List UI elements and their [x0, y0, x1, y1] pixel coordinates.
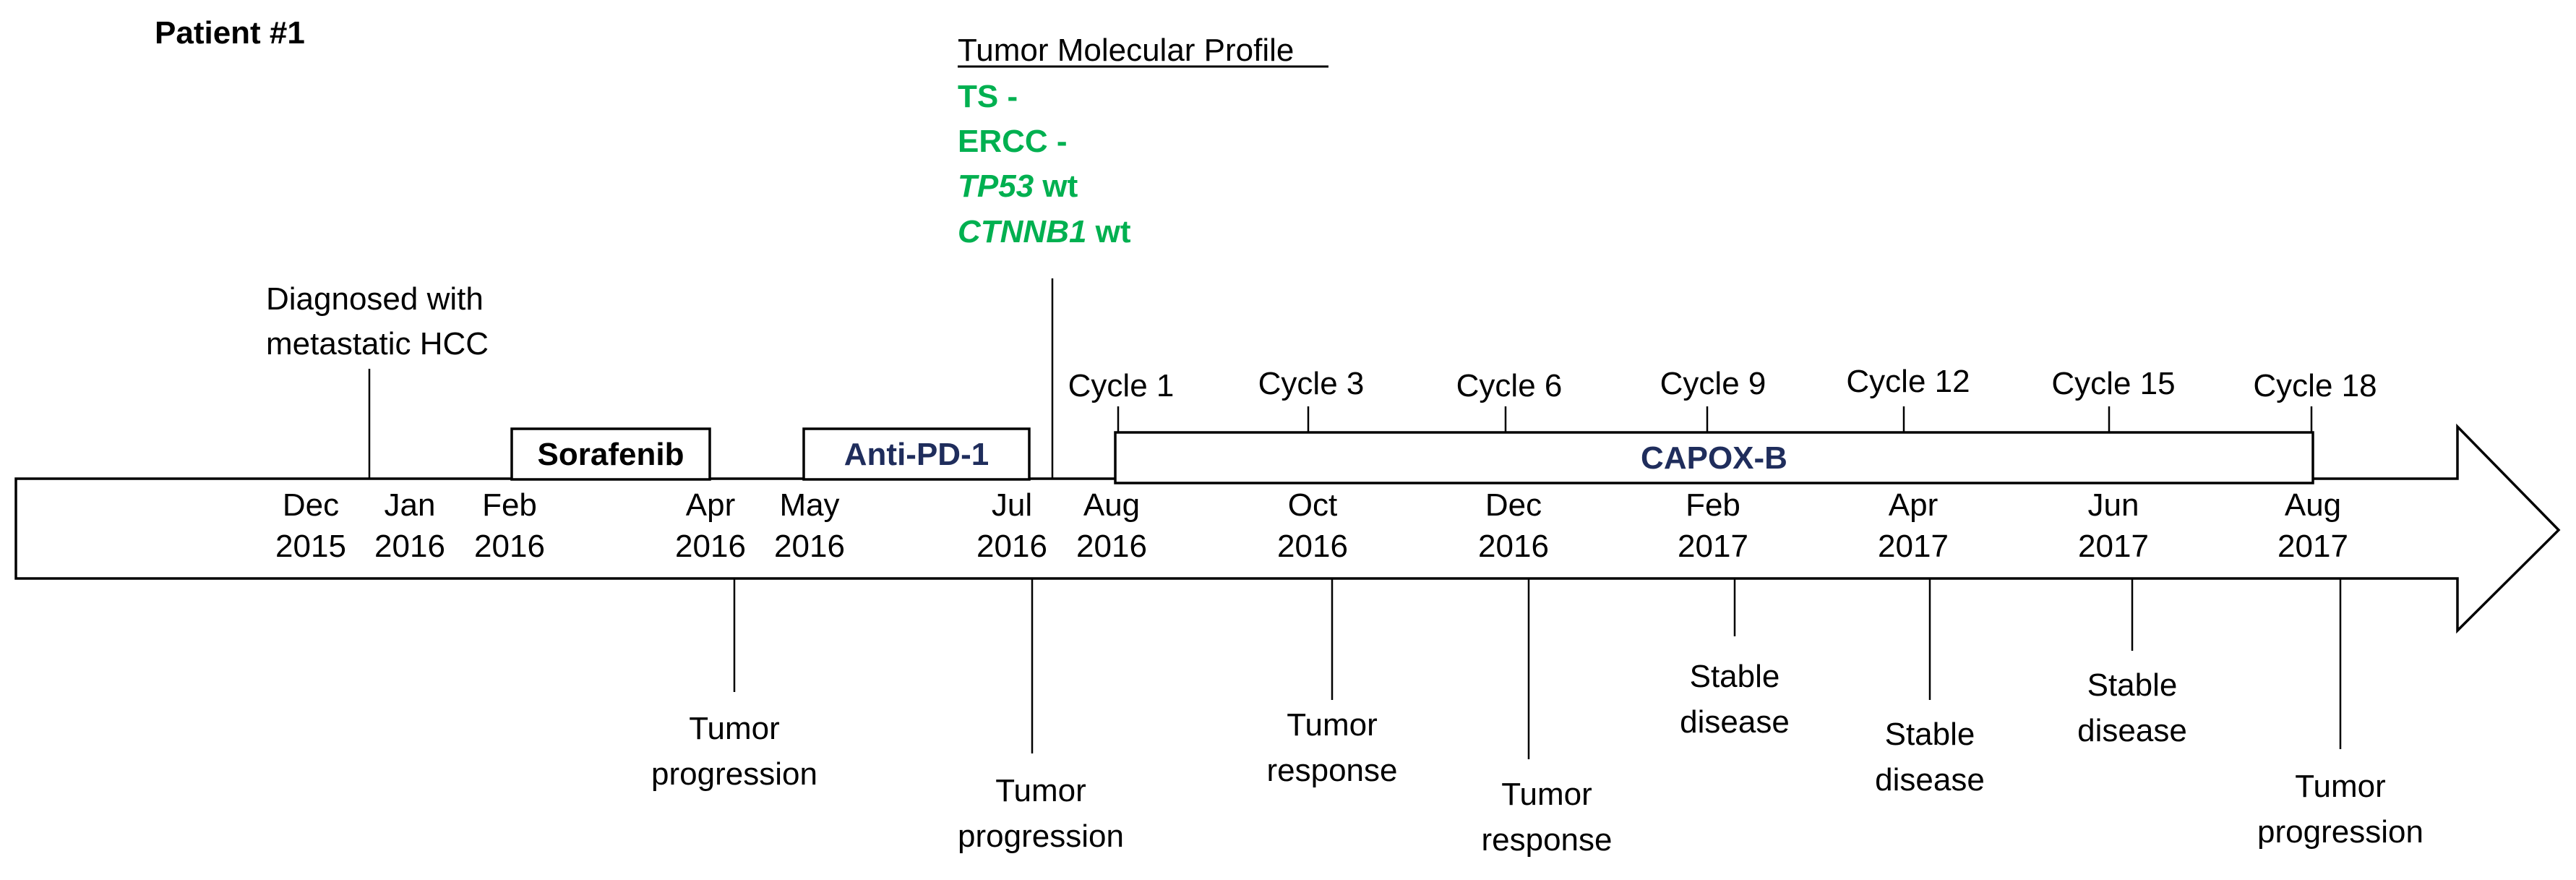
month-label: Oct — [1288, 487, 1337, 523]
profile-line: TS - — [958, 79, 1018, 114]
outcome-label: response — [1266, 753, 1397, 788]
outcome-label: disease — [2077, 713, 2187, 748]
diagnosis-label: Diagnosed with metastatic HCC — [266, 281, 489, 362]
year-label: 2015 — [275, 529, 346, 564]
year-label: 2016 — [976, 529, 1047, 564]
cycle-label: Cycle 15 — [2051, 366, 2175, 401]
cycle-label: Cycle 9 — [1660, 366, 1766, 401]
outcome-label: progression — [958, 819, 1124, 854]
month-label: Jan — [385, 487, 436, 523]
outcome-label: Stable — [1885, 717, 1975, 752]
cycle-label: Cycle 18 — [2253, 368, 2377, 403]
year-label: 2016 — [1076, 529, 1147, 564]
year-label: 2016 — [774, 529, 845, 564]
profile-line-part: ERCC - — [958, 124, 1068, 159]
treatment-label: CAPOX-B — [1641, 440, 1787, 476]
month-label: Aug — [1083, 487, 1140, 523]
outcome-label: Tumor — [1501, 777, 1592, 812]
month-label: Apr — [1889, 487, 1938, 523]
month-label: Dec — [283, 487, 339, 523]
treatment-boxes: Sorafenib Anti-PD-1 CAPOX-B — [510, 427, 2314, 484]
tick-lines — [368, 278, 2342, 759]
profile-line: TP53 wt — [958, 168, 1078, 204]
year-label: 2017 — [1878, 529, 1949, 564]
treatment-box — [510, 427, 711, 481]
profile-line: CTNNB1 wt — [958, 214, 1131, 249]
outcome-label: Tumor — [1287, 707, 1378, 743]
cycle-label: Cycle 1 — [1068, 368, 1175, 403]
diagnosis-text-line: Diagnosed with — [266, 281, 484, 317]
year-label: 2016 — [1478, 529, 1549, 564]
month-labels: Dec 2015 Jan 2016 Feb 2016 Apr 2016 May 2016 Jul 20… — [275, 487, 2348, 564]
year-label: 2016 — [474, 529, 545, 564]
profile-line: ERCC - — [958, 124, 1068, 159]
cycle-label: Cycle 6 — [1456, 368, 1563, 403]
profile-line-part: TS - — [958, 79, 1018, 114]
year-label: 2017 — [2078, 529, 2149, 564]
year-label: 2017 — [2277, 529, 2348, 564]
outcome-label: progression — [2257, 814, 2423, 850]
profile-line-part: TP53 — [958, 168, 1034, 204]
year-label: 2016 — [675, 529, 746, 564]
month-label: May — [779, 487, 839, 523]
treatment-label: Anti-PD-1 — [844, 437, 989, 472]
month-label: Apr — [686, 487, 735, 523]
outcome-label: response — [1481, 822, 1612, 858]
profile-line-part: wt — [1086, 214, 1130, 249]
cycle-labels: Cycle 1 Cycle 3 Cycle 6 Cycle 9 Cycle 12 Cycl… — [1068, 364, 2377, 403]
year-label: 2016 — [1277, 529, 1348, 564]
treatment-box — [1114, 431, 2314, 484]
outcome-label: disease — [1680, 704, 1790, 740]
month-label: Feb — [1686, 487, 1740, 523]
outcome-label: Stable — [2087, 667, 2178, 703]
month-label: Aug — [2285, 487, 2341, 523]
treatment-label: Sorafenib — [538, 437, 684, 472]
month-label: Feb — [482, 487, 537, 523]
month-label: Dec — [1485, 487, 1542, 523]
profile-line-part: CTNNB1 — [958, 214, 1086, 249]
outcome-label: progression — [651, 756, 817, 792]
cycle-label: Cycle 3 — [1258, 366, 1365, 401]
outcome-label: Tumor — [689, 711, 780, 746]
patient-label: Patient #1 — [155, 15, 305, 51]
outcome-label: disease — [1875, 762, 1985, 798]
timeline-arrow — [14, 423, 2561, 634]
month-label: Jun — [2088, 487, 2139, 523]
cycle-label: Cycle 12 — [1846, 364, 1970, 399]
diagnosis-text-line: metastatic HCC — [266, 326, 489, 362]
profile-title: Tumor Molecular Profile — [958, 33, 1294, 68]
year-label: 2017 — [1678, 529, 1748, 564]
year-label: 2016 — [374, 529, 445, 564]
outcome-label: Tumor — [2295, 769, 2386, 804]
profile-line-part: wt — [1034, 168, 1078, 204]
outcome-label: Stable — [1690, 659, 1780, 694]
outcome-label: Tumor — [995, 773, 1086, 808]
treatment-box — [802, 427, 1031, 481]
month-label: Jul — [992, 487, 1032, 523]
